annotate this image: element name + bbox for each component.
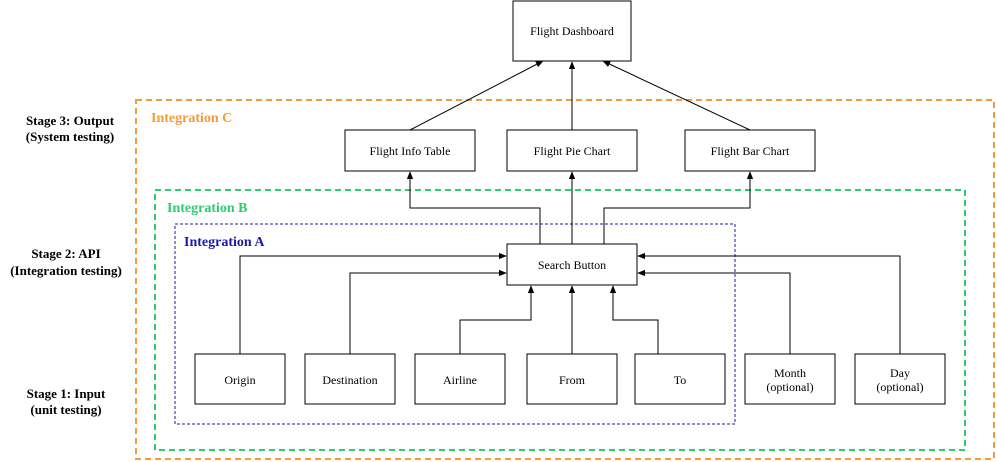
integration-c-label: Integration C bbox=[151, 111, 232, 126]
month-optional-label: (optional) bbox=[766, 380, 813, 394]
edge-info-table-to-dashboard bbox=[409, 60, 544, 131]
integration-c-group bbox=[135, 99, 995, 460]
edge-origin-to-search bbox=[239, 252, 507, 354]
stage-1-subtitle: (unit testing) bbox=[30, 402, 101, 417]
node-to[interactable]: To bbox=[634, 353, 726, 405]
to-label: To bbox=[674, 373, 687, 387]
flight-info-table-label: Flight Info Table bbox=[370, 144, 451, 158]
stage-2-title: Stage 2: API bbox=[31, 246, 100, 261]
integration-a-label: Integration A bbox=[184, 235, 265, 250]
flight-bar-chart-label: Flight Bar Chart bbox=[711, 144, 790, 158]
day-optional-label: (optional) bbox=[876, 380, 923, 394]
edge-destination-to-search bbox=[349, 269, 507, 354]
node-flight-bar-chart[interactable]: Flight Bar Chart bbox=[684, 129, 816, 172]
node-search-button[interactable]: Search Button bbox=[506, 243, 638, 286]
airline-label: Airline bbox=[443, 373, 477, 387]
edge-search-to-bar-chart bbox=[603, 171, 754, 244]
edges bbox=[239, 60, 901, 354]
node-from[interactable]: From bbox=[526, 353, 618, 405]
origin-label: Origin bbox=[224, 373, 255, 387]
node-flight-pie-chart[interactable]: Flight Pie Chart bbox=[506, 129, 638, 172]
stage-3-title: Stage 3: Output bbox=[26, 113, 115, 128]
stage-3-subtitle: (System testing) bbox=[26, 129, 114, 144]
node-month[interactable]: Month (optional) bbox=[744, 353, 836, 405]
month-label: Month bbox=[774, 366, 806, 380]
integration-b-label: Integration B bbox=[167, 201, 248, 216]
edge-search-to-info-table bbox=[406, 171, 541, 244]
flight-pie-chart-label: Flight Pie Chart bbox=[534, 144, 611, 158]
edge-airline-to-search bbox=[459, 285, 535, 354]
search-button-label: Search Button bbox=[538, 258, 606, 272]
node-flight-info-table[interactable]: Flight Info Table bbox=[344, 129, 476, 172]
node-day[interactable]: Day (optional) bbox=[854, 353, 946, 405]
node-airline[interactable]: Airline bbox=[414, 353, 506, 405]
from-label: From bbox=[559, 373, 586, 387]
integration-a-group bbox=[174, 223, 736, 425]
flight-dashboard-label: Flight Dashboard bbox=[530, 24, 614, 38]
node-origin[interactable]: Origin bbox=[194, 353, 286, 405]
node-destination[interactable]: Destination bbox=[304, 353, 396, 405]
stage-1-title: Stage 1: Input bbox=[27, 386, 106, 401]
destination-label: Destination bbox=[322, 373, 377, 387]
edge-day-to-search bbox=[637, 252, 901, 354]
edge-to-to-search bbox=[609, 285, 659, 354]
day-label: Day bbox=[890, 366, 910, 380]
stage-2-subtitle: (Integration testing) bbox=[10, 263, 122, 278]
edge-bar-chart-to-dashboard bbox=[602, 60, 751, 131]
edge-month-to-search bbox=[637, 269, 791, 354]
node-flight-dashboard[interactable]: Flight Dashboard bbox=[512, 0, 632, 62]
integration-b-group bbox=[154, 189, 966, 451]
